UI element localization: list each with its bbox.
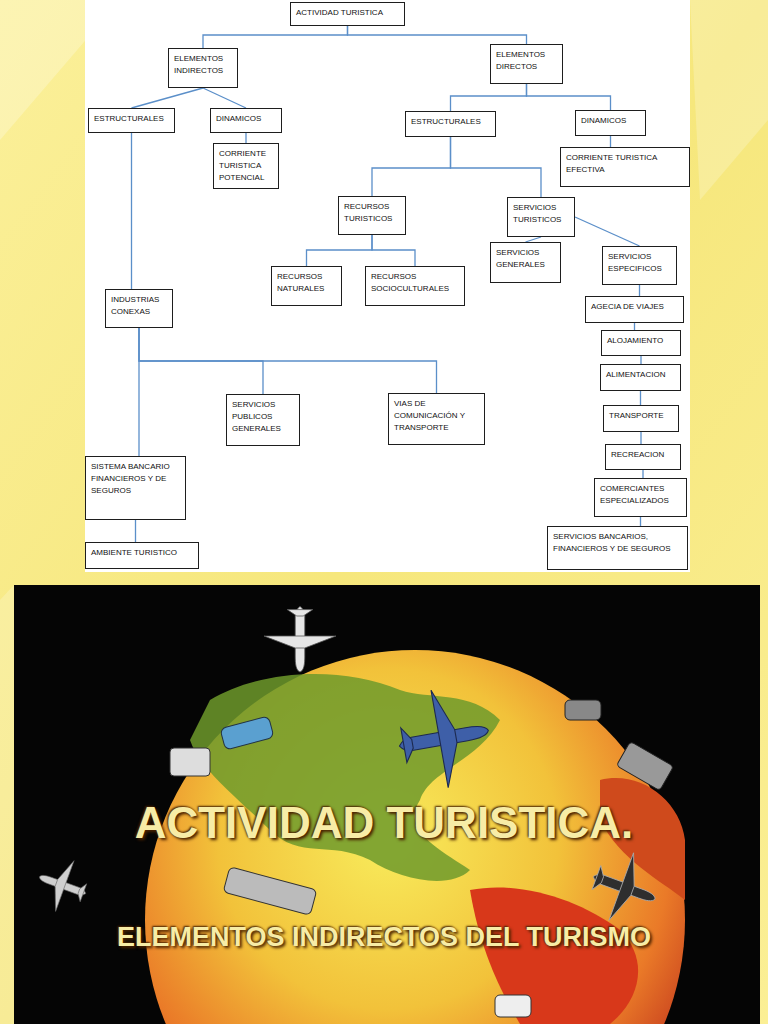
box-label: TRANSPORTE: [609, 410, 673, 422]
tree-connector: [639, 285, 640, 296]
tree-box: ELEMENTOS INDIRECTOS: [168, 48, 238, 88]
box-label: COMERCIANTES ESPECIALIZADOS: [600, 483, 681, 507]
tree-connector: [610, 136, 611, 147]
tree-box: AGECIA DE VIAJES: [585, 296, 684, 323]
box-label: AGECIA DE VIAJES: [591, 301, 678, 313]
box-label: SERVICIOS ESPECIFICOS: [608, 251, 671, 275]
tree-box: ALIMENTACION: [600, 364, 681, 391]
tree-box: SISTEMA BANCARIO FINANCIEROS Y DE SEGURO…: [85, 456, 186, 520]
tree-connector: [640, 517, 641, 526]
tree-connector: [640, 356, 641, 364]
car: [220, 716, 274, 750]
light-streak: [0, 585, 14, 1024]
tree-box: ACTIVIDAD TURISTICA: [290, 2, 405, 26]
tree-connector: [203, 26, 348, 48]
tree-connector: [634, 323, 635, 330]
box-label: RECURSOS SOCIOCULTURALES: [371, 271, 459, 295]
tree-connector: [642, 470, 643, 478]
tree-box: ESTRUCTURALES: [88, 108, 175, 133]
box-label: SERVICIOS GENERALES: [496, 247, 555, 271]
tree-box: RECREACION: [605, 444, 681, 470]
tree-connector: [203, 88, 246, 108]
tree-box: ESTRUCTURALES: [405, 111, 496, 137]
box-label: SISTEMA BANCARIO FINANCIEROS Y DE SEGURO…: [91, 461, 180, 497]
tree-box: VIAS DE COMUNICACIÓN Y TRANSPORTE: [388, 393, 485, 445]
box-label: CORRIENTE TURISTICA EFECTIVA: [566, 152, 684, 176]
light-streak: [690, 0, 768, 200]
tree-connector: [245, 133, 246, 143]
tree-box: RECURSOS SOCIOCULTURALES: [365, 266, 465, 306]
box-label: DINAMICOS: [581, 115, 640, 127]
tree-box: RECURSOS NATURALES: [271, 266, 342, 306]
box-label: VIAS DE COMUNICACIÓN Y TRANSPORTE: [394, 398, 479, 434]
tree-connector: [139, 328, 437, 393]
slide-heading: ELEMENTOS INDIRECTOS DEL TURISMO: [0, 922, 768, 953]
tree-connector: [372, 235, 415, 266]
tree-box: ELEMENTOS DIRECTOS: [490, 44, 563, 84]
tree-box: SERVICIOS GENERALES: [490, 242, 561, 283]
tree-box: COMERCIANTES ESPECIALIZADOS: [594, 478, 687, 517]
diagram-panel: [85, 0, 690, 572]
box-label: DINAMICOS: [216, 113, 276, 125]
tree-box: AMBIENTE TURISTICO: [85, 542, 199, 569]
tree-connector: [640, 391, 641, 405]
tree-box: ALOJAMIENTO: [601, 330, 681, 356]
box-label: INDUSTRIAS CONEXAS: [111, 294, 167, 318]
box-label: AMBIENTE TURISTICO: [91, 547, 193, 559]
tree-connector: [640, 432, 641, 444]
box-label: ESTRUCTURALES: [411, 116, 490, 128]
airplane: [264, 606, 336, 672]
continent: [470, 887, 638, 1024]
tree-box: SERVICIOS PUBLICOS GENERALES: [226, 394, 300, 446]
box-label: ACTIVIDAD TURISTICA: [296, 7, 399, 19]
box-label: ESTRUCTURALES: [94, 113, 169, 125]
tree-connector: [138, 328, 139, 456]
truck: [616, 741, 673, 790]
tree-box: SERVICIOS ESPECIFICOS: [602, 246, 677, 285]
tree-connector: [372, 137, 451, 196]
truck: [170, 748, 210, 776]
box-label: ALIMENTACION: [606, 369, 675, 381]
airplane: [391, 682, 497, 795]
tree-connector: [348, 26, 527, 44]
tree-connector: [131, 133, 132, 289]
box-label: RECREACION: [611, 449, 675, 461]
continent: [190, 674, 500, 881]
car: [495, 995, 531, 1017]
tree-connector: [132, 88, 204, 108]
tree-box: DINAMICOS: [210, 108, 282, 133]
tree-box: RECURSOS TURISTICOS: [338, 196, 406, 235]
slide-heading: ACTIVIDAD TURISTICA.: [0, 797, 768, 848]
tree-connector: [135, 520, 136, 542]
tree-box: INDUSTRIAS CONEXAS: [105, 289, 173, 328]
airplane: [30, 851, 95, 919]
box-label: CORRIENTE TURISTICA POTENCIAL: [219, 148, 273, 184]
tree-box: SERVICIOS BANCARIOS, FINANCIEROS Y DE SE…: [547, 526, 688, 570]
tree-connector: [527, 84, 611, 110]
box-label: SERVICIOS BANCARIOS, FINANCIEROS Y DE SE…: [553, 531, 682, 555]
airplane: [581, 843, 667, 933]
box-label: RECURSOS NATURALES: [277, 271, 336, 295]
tree-box: SERVICIOS TURISTICOS: [507, 197, 575, 237]
tree-box: CORRIENTE TURISTICA POTENCIAL: [213, 143, 279, 189]
tree-connector: [307, 235, 373, 266]
car: [565, 700, 601, 720]
box-label: SERVICIOS TURISTICOS: [513, 202, 569, 226]
tree-box: CORRIENTE TURISTICA EFECTIVA: [560, 147, 690, 187]
tree-box: DINAMICOS: [575, 110, 646, 136]
bus: [223, 867, 317, 915]
box-label: RECURSOS TURISTICOS: [344, 201, 400, 225]
box-label: ELEMENTOS DIRECTOS: [496, 49, 557, 73]
box-label: ALOJAMIENTO: [607, 335, 675, 347]
tree-connector: [575, 217, 640, 246]
tree-box: TRANSPORTE: [603, 405, 679, 432]
tree-connector: [451, 84, 527, 111]
box-label: SERVICIOS PUBLICOS GENERALES: [232, 399, 294, 435]
tree-connector: [451, 137, 542, 197]
box-label: ELEMENTOS INDIRECTOS: [174, 53, 232, 77]
